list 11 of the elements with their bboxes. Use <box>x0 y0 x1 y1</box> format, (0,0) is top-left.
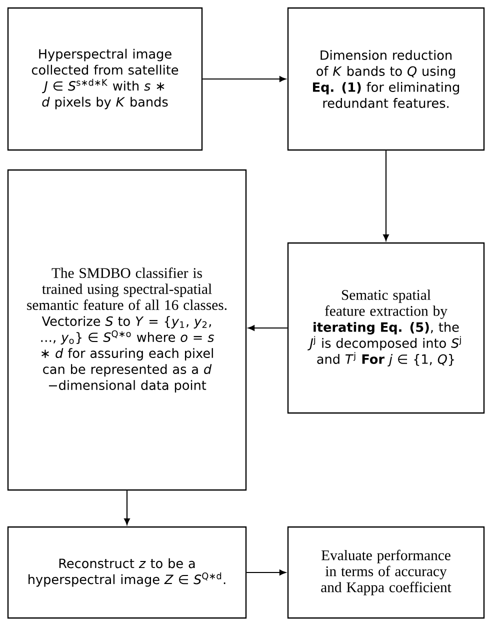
arrow <box>248 325 288 331</box>
arrow <box>202 76 286 82</box>
process-box: Evaluate performance in terms of accuracy and Kappa coefficient <box>287 526 485 619</box>
process-box: Dimension reduction of K bands to Q using Eq. (1) for eliminating redundant features. <box>287 7 485 151</box>
process-box: The SMDBO classifier is trained using spectral-spatial semantic feature of all 16 classes. Vectorize S to Y = {y$_{1}$, y$_{2}$, …, y$_{o}$} ∈ S$^{Q∗o}$ where o = s ∗ d for assuring each pixel can be represented as a d −dimensional data point <box>7 169 247 491</box>
process-box: Sematic spatial feature extraction by iterating Eq. (5), the J$^{j}$ is decomposed into S$^{j}$ and T$^{j}$ For j ∈ {1, Q} <box>287 242 485 414</box>
process-box: Hyperspectral image collected from satellite J ∈ S$^{s∗d∗K}$ with s∗d pixels by K bands <box>7 7 203 151</box>
arrow <box>124 490 130 525</box>
arrow <box>246 570 286 576</box>
process-box: Reconstruct z to be a hyperspectral image Z ∈ S$^{Q∗d}$. <box>7 526 247 619</box>
arrow <box>383 150 389 241</box>
